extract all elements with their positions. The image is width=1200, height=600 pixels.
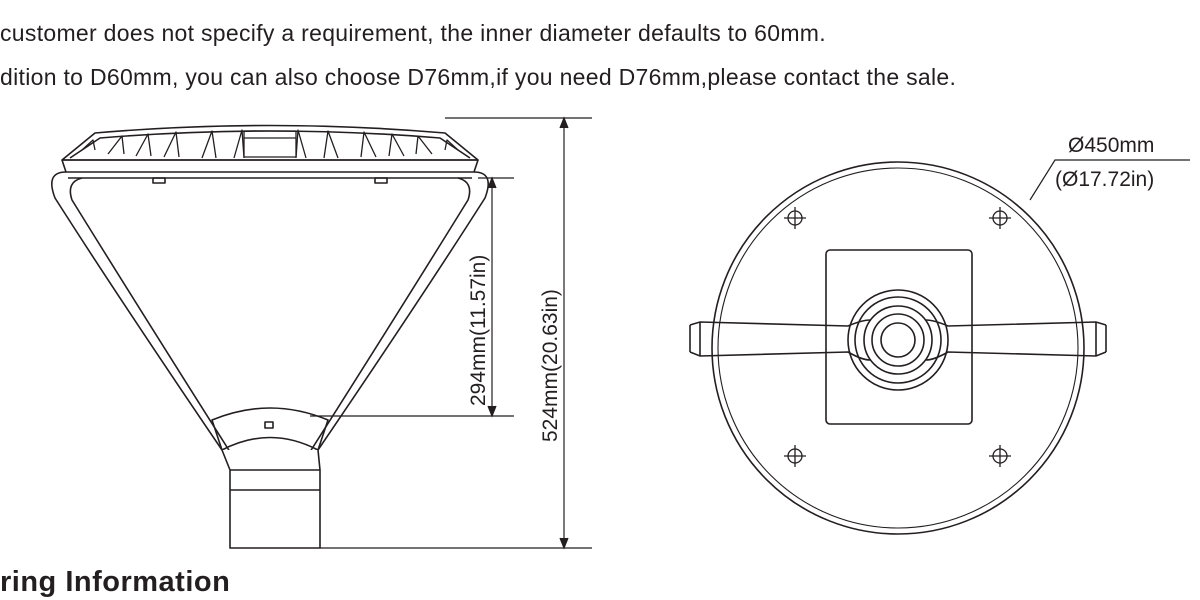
diameter-in-label: (Ø17.72in)	[1055, 168, 1154, 191]
top-view-lamp	[689, 161, 1107, 535]
cooling-fins	[81, 129, 459, 159]
note-line-1: customer does not specify a requirement,…	[0, 20, 826, 46]
body-height-label: 294mm(11.57in)	[467, 255, 490, 406]
side-view-lamp	[51, 124, 489, 549]
side-view-dimensions	[310, 116, 592, 550]
overall-height-label: 524mm(20.63in)	[539, 289, 562, 442]
section-heading: ring Information	[0, 566, 231, 598]
diameter-leader	[1029, 159, 1190, 201]
note-line-2: dition to D60mm, you can also choose D76…	[0, 64, 957, 90]
mounting-holes	[784, 207, 1011, 467]
diameter-mm-label: Ø450mm	[1068, 134, 1154, 157]
